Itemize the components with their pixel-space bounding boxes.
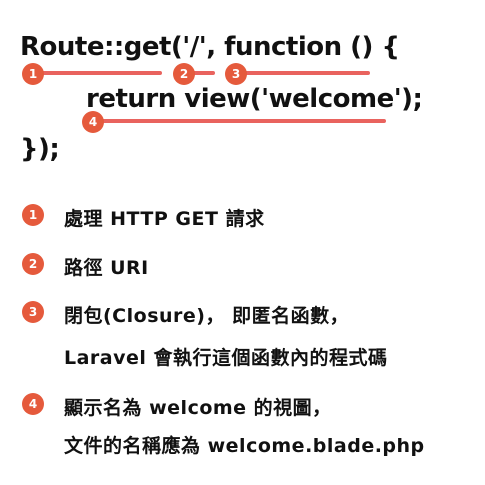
note-1-text: 處理 HTTP GET 請求	[64, 208, 265, 230]
code-line-route: Route::get('/', function () {	[20, 32, 400, 62]
underline-view	[96, 119, 386, 123]
note-2-badge: 2	[22, 253, 44, 275]
note-3-text-line-1: 閉包(Closure)， 即匿名函數，	[64, 305, 350, 327]
underline-uri	[181, 71, 215, 75]
underline-closure	[236, 71, 370, 75]
marker-1-badge: 1	[22, 63, 44, 85]
note-4-text-line-1: 顯示名為 welcome 的視圖，	[64, 397, 332, 419]
marker-4-badge: 4	[82, 111, 104, 133]
marker-3-badge: 3	[225, 63, 247, 85]
note-3-text-line-2: Laravel 會執行這個函數內的程式碼	[64, 347, 388, 369]
note-4-text-line-2: 文件的名稱應為 welcome.blade.php	[64, 435, 425, 457]
note-2-text: 路徑 URI	[64, 257, 149, 279]
underline-route-get	[30, 71, 162, 75]
note-4-badge: 4	[22, 393, 44, 415]
code-line-return: return view('welcome');	[86, 84, 423, 114]
note-1-badge: 1	[22, 204, 44, 226]
code-line-close: });	[20, 134, 60, 164]
note-3-badge: 3	[22, 301, 44, 323]
marker-2-badge: 2	[173, 63, 195, 85]
